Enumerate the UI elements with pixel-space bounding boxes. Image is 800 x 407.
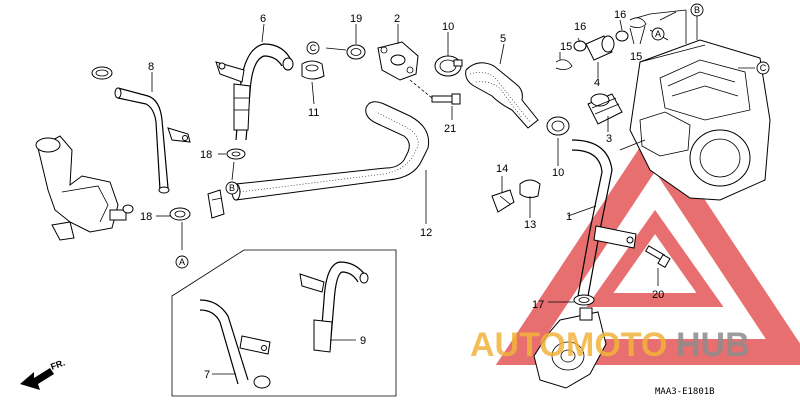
svg-text:AUTO: AUTO bbox=[470, 326, 566, 364]
front-direction-marker: FR. bbox=[20, 358, 66, 390]
callout-15-right: 15 bbox=[630, 51, 642, 63]
svg-text:HUB: HUB bbox=[676, 326, 750, 364]
callout-11: 11 bbox=[308, 107, 319, 119]
ref-a-left: A bbox=[175, 255, 189, 269]
callout-19: 19 bbox=[350, 13, 362, 25]
joint-4 bbox=[585, 35, 615, 61]
svg-text:C: C bbox=[310, 43, 317, 53]
ref-c-left: C bbox=[306, 41, 320, 55]
bracket-14 bbox=[491, 189, 515, 213]
ref-b-left: B bbox=[225, 181, 239, 195]
water-pump-housing-left bbox=[35, 135, 134, 241]
water-pump-housing-right bbox=[533, 307, 607, 389]
pipe-6 bbox=[215, 43, 294, 141]
callout-labels: 1 2 3 4 5 6 7 8 9 10 10 11 12 13 14 15 1… bbox=[140, 9, 664, 381]
hose-clamp-10-right bbox=[546, 116, 570, 136]
svg-text:B: B bbox=[694, 5, 700, 15]
callout-18-upper: 18 bbox=[200, 149, 212, 161]
svg-text:A: A bbox=[655, 29, 661, 39]
clip-15-left bbox=[555, 59, 573, 70]
callout-2: 2 bbox=[394, 13, 400, 25]
callout-10-top: 10 bbox=[442, 21, 454, 33]
alt-parts-box bbox=[171, 249, 397, 397]
callout-18-lower: 18 bbox=[140, 211, 152, 223]
seal-18-upper bbox=[226, 148, 246, 160]
hose-clamp-12 bbox=[207, 189, 225, 219]
svg-text:B: B bbox=[229, 183, 235, 193]
svg-text:MOTO: MOTO bbox=[566, 326, 667, 364]
watermark-triangle bbox=[495, 124, 800, 365]
callout-3: 3 bbox=[606, 133, 612, 145]
pipe-9 bbox=[299, 261, 369, 353]
callout-21: 21 bbox=[444, 123, 456, 135]
o-ring-17 bbox=[573, 294, 595, 306]
callout-20: 20 bbox=[652, 289, 664, 301]
pipe-7 bbox=[199, 299, 271, 389]
callout-16-left: 16 bbox=[574, 21, 586, 33]
o-ring-19 bbox=[346, 44, 366, 60]
callout-10-right: 10 bbox=[552, 167, 564, 179]
callout-8: 8 bbox=[148, 61, 154, 73]
leader-lines bbox=[151, 9, 755, 375]
hose-3 bbox=[587, 93, 623, 125]
callout-16-right: 16 bbox=[614, 9, 626, 21]
hose-12 bbox=[231, 101, 430, 201]
bolt-20 bbox=[645, 245, 671, 269]
ref-a-right: A bbox=[651, 27, 665, 41]
callout-14: 14 bbox=[496, 163, 508, 175]
callout-17: 17 bbox=[532, 299, 544, 311]
hose-clamp-10-top bbox=[434, 55, 463, 77]
thermostat-housing-2 bbox=[377, 41, 419, 81]
svg-text:C: C bbox=[760, 63, 767, 73]
drawing-code: MAA3-E1801B bbox=[655, 387, 715, 397]
callout-6: 6 bbox=[260, 13, 266, 25]
hose-clamp-8 bbox=[91, 66, 113, 80]
callout-4: 4 bbox=[594, 77, 600, 89]
callout-5: 5 bbox=[500, 33, 506, 45]
seal-18-lower bbox=[169, 207, 191, 221]
svg-text:A: A bbox=[179, 257, 185, 267]
reference-marks: A A B B C C bbox=[175, 3, 770, 269]
callout-9: 9 bbox=[360, 335, 366, 347]
front-arrow-icon bbox=[20, 368, 54, 390]
pipe-8 bbox=[114, 87, 191, 194]
clip-15-right bbox=[629, 17, 647, 28]
clamp-13 bbox=[519, 179, 541, 199]
callout-1: 1 bbox=[566, 211, 572, 223]
callout-13: 13 bbox=[524, 219, 536, 231]
o-ring-16-left bbox=[573, 40, 587, 52]
bolt-21 bbox=[409, 79, 461, 105]
ref-b-right: B bbox=[690, 3, 704, 17]
pipe-1 bbox=[571, 139, 637, 297]
callout-12: 12 bbox=[420, 227, 432, 239]
ref-c-right: C bbox=[756, 61, 770, 75]
hose-5 bbox=[465, 62, 539, 129]
watermark-text: AUTO MOTO HUB bbox=[470, 326, 750, 364]
callout-7: 7 bbox=[204, 369, 210, 381]
engine-block bbox=[619, 39, 771, 201]
hose-clamp-11 bbox=[301, 60, 325, 80]
callout-15-left: 15 bbox=[560, 41, 572, 53]
o-ring-16-right bbox=[615, 30, 629, 42]
svg-text:FR.: FR. bbox=[49, 358, 66, 372]
